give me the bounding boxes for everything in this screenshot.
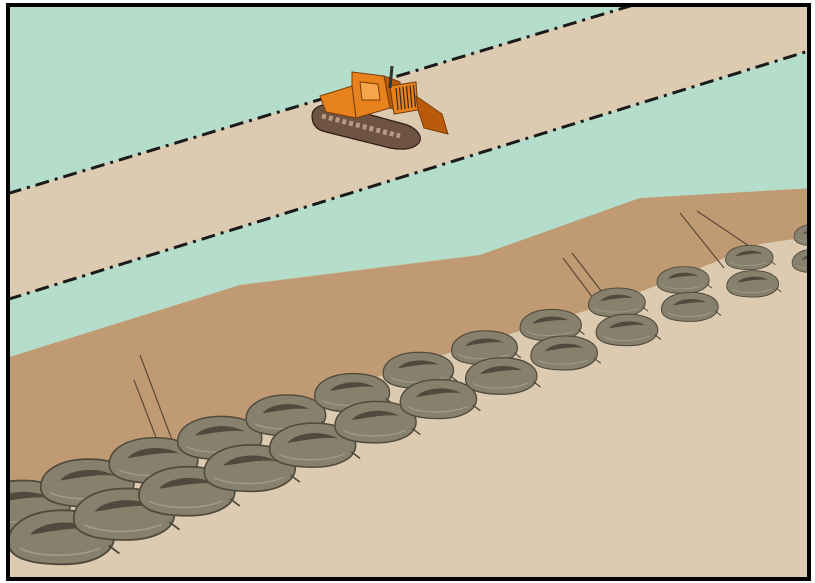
bulldozer-cab-window — [360, 82, 380, 100]
bulldozer-exhaust — [390, 66, 392, 88]
